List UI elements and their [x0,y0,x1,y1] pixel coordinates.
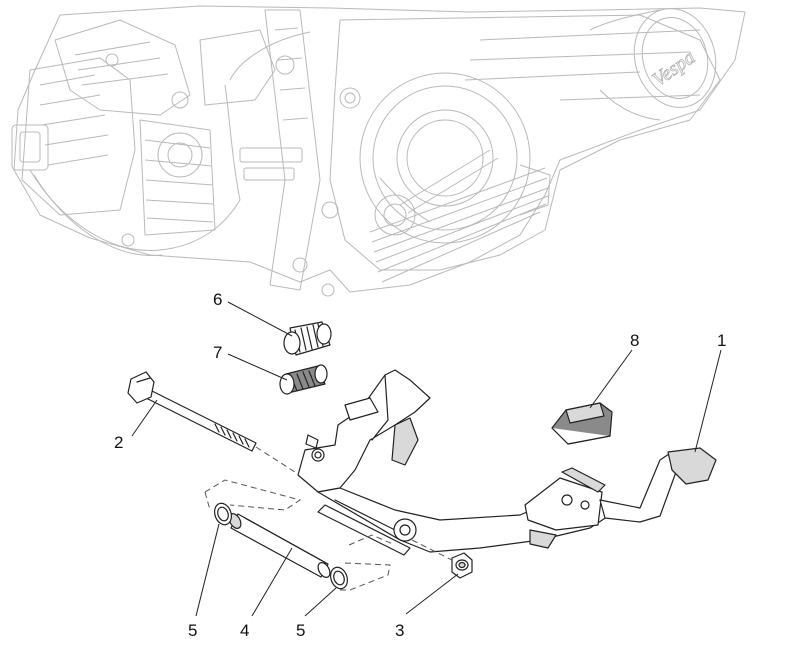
spring-part-7 [279,364,328,395]
washer-part-5-left [213,502,233,526]
assembly-dash-lines [204,446,453,591]
callout-2: 2 [114,433,123,452]
centre-stand-part-1 [297,369,717,556]
callout-6: 6 [213,290,222,309]
nut-part-3 [451,552,473,579]
callout-3: 3 [395,621,404,640]
engine-assembly-ghost: Vespa [11,5,746,297]
callout-8: 8 [630,331,639,350]
callout-4: 4 [240,621,249,640]
callout-5-right: 5 [296,621,305,640]
callout-5-left: 5 [188,621,197,640]
callout-labels: 6 7 2 8 1 5 4 5 3 [114,290,726,640]
washer-part-5-right [329,566,349,590]
callout-7: 7 [213,343,222,362]
leader-lines [131,301,722,617]
callout-1: 1 [717,331,726,350]
pin-part-4 [228,513,331,578]
rubber-pad-part-8 [551,402,613,445]
bolt-part-2 [127,371,257,452]
spring-part-6 [283,321,332,356]
